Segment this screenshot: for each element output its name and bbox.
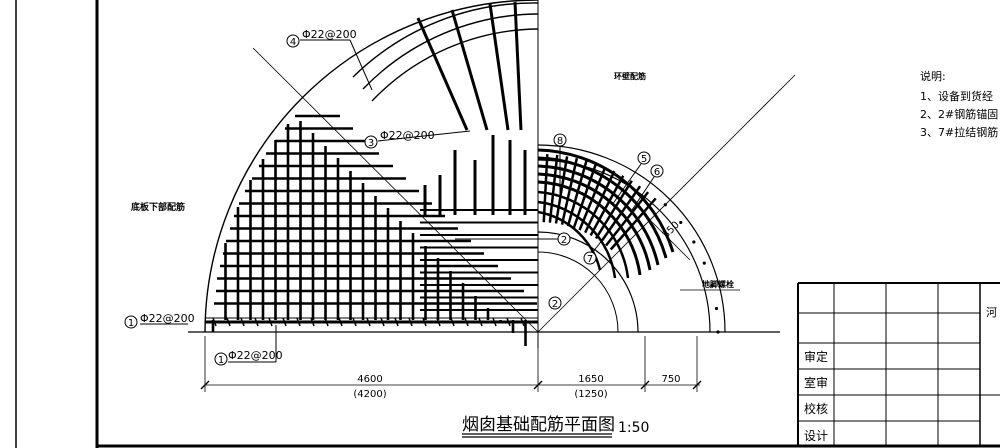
diagonal-hatch — [420, 209, 538, 311]
baseline-tick — [422, 317, 427, 327]
baseline-tick — [268, 317, 273, 327]
callout-6: 6 — [631, 164, 664, 211]
dim-750: 750 — [661, 374, 680, 385]
baseline-tick — [478, 317, 483, 327]
baseline-tick — [296, 317, 301, 327]
ring-radial-bar — [584, 170, 616, 234]
ring-radial-bar — [566, 160, 588, 227]
role-check: 校核 — [804, 401, 828, 416]
dim-350: 350 — [661, 220, 682, 241]
callout-1a-spec: Φ22@200 — [140, 312, 195, 325]
baseline-tick — [324, 317, 329, 327]
anchor-bolt-dot — [716, 330, 720, 334]
callout-1a: 1 Φ22@200 — [124, 312, 195, 329]
anchor-bolt-label: 地脚螺栓 — [702, 279, 734, 289]
role-approve: 审定 — [804, 349, 828, 364]
baseline-tick — [226, 317, 231, 327]
baseline-tick — [352, 317, 357, 327]
baseline-tick — [394, 317, 399, 327]
callout-1b-spec: Φ22@200 — [228, 349, 283, 362]
anchor-bolt-dot — [663, 203, 667, 207]
callout-4: 4 Φ22@200 — [286, 28, 373, 91]
ring-radial-bar — [605, 191, 650, 247]
baseline-tick — [380, 317, 385, 327]
bottom-rebar-label: 底板下部配筋 — [131, 201, 185, 213]
ring-radial-bar — [542, 154, 549, 223]
callout-3-num: 3 — [368, 138, 374, 149]
callout-1a-num: 1 — [128, 318, 134, 329]
callout-8: 8 — [553, 133, 567, 200]
drawing-frame — [15, 0, 1000, 448]
anchor-bolt-dots — [663, 203, 720, 334]
ring-radial-bar — [578, 166, 607, 231]
callout-2b-num: 2 — [552, 299, 558, 310]
callout-8-num: 8 — [557, 136, 563, 147]
baseline-tick — [310, 317, 315, 327]
callout-7: 7 — [583, 229, 611, 265]
drawing-title: 烟囱基础配筋平面图 — [462, 415, 615, 435]
note-1: 1、设备到货经 — [920, 89, 993, 103]
callout-3-spec: Φ22@200 — [380, 129, 435, 142]
role-review: 室审 — [804, 375, 828, 390]
bottom-grid-rebar — [211, 114, 537, 346]
baseline-ticks — [212, 317, 525, 327]
callout-3: 3 Φ22@200 — [364, 129, 471, 149]
callout-6-num: 6 — [654, 167, 660, 178]
wall-rebar-label: 环壁配筋 — [614, 71, 646, 81]
role-design: 设计 — [804, 429, 828, 443]
callout-1b: 1 Φ22@200 — [214, 325, 283, 366]
callout-2b: 2 — [548, 296, 562, 310]
slab-outline — [204, 0, 539, 348]
callout-5-num: 5 — [641, 154, 647, 165]
ring-radial-bar — [589, 175, 625, 237]
baseline-tick — [212, 317, 217, 327]
dim-1250: (1250) — [574, 389, 607, 400]
outer-radial-rebar — [416, 1, 527, 215]
title-block-org: 河 — [986, 306, 997, 319]
anchor-bolt-dot — [679, 220, 683, 225]
ring-radial-bar — [548, 154, 559, 223]
callout-5: 5 — [611, 151, 651, 206]
baseline-tick — [338, 317, 343, 327]
notes-block: 说明: 1、设备到货经 2、2#钢筋锚固 3、7#拉结钢筋 — [920, 69, 998, 139]
ring-radial-bar — [594, 180, 633, 240]
callout-4-num: 4 — [290, 37, 296, 48]
baseline-tick — [450, 317, 455, 327]
baseline-tick — [240, 317, 245, 327]
anchor-bolt-dot — [692, 240, 696, 244]
anchor-bolt-dot — [710, 283, 714, 288]
callout-2a: 2 — [455, 232, 571, 246]
wall-ring-radials — [542, 154, 657, 251]
note-2: 2、2#钢筋锚固 — [920, 107, 998, 121]
baseline-tick — [282, 317, 287, 327]
ring-radial-bar — [572, 163, 598, 229]
baseline-tick — [408, 317, 413, 327]
callout-1b-num: 1 — [218, 355, 224, 366]
baseline-tick — [492, 317, 497, 327]
anchor-bolt-dot — [702, 261, 706, 265]
anchor-bolt-dot — [714, 306, 719, 311]
baseline-tick — [254, 317, 259, 327]
dim-4200: (4200) — [353, 389, 386, 400]
baseline-tick — [366, 317, 371, 327]
callout-7-num: 7 — [587, 254, 593, 265]
dimension-lines — [200, 214, 702, 392]
notes-heading: 说明: — [920, 69, 946, 83]
callout-2a-num: 2 — [561, 235, 567, 246]
dim-1650: 1650 — [578, 374, 603, 385]
slab-baseline — [188, 317, 780, 333]
baseline-tick — [520, 317, 525, 327]
note-3: 3、7#拉结钢筋 — [920, 125, 998, 139]
ring-radial-bar — [560, 158, 579, 225]
baseline-tick — [506, 317, 511, 327]
baseline-tick — [436, 317, 441, 327]
callout-4-spec: Φ22@200 — [302, 28, 357, 41]
ring-radial-bar — [609, 197, 657, 251]
ring-radial-bar — [554, 156, 569, 224]
baseline-tick — [464, 317, 469, 327]
dim-4600: 4600 — [357, 374, 382, 385]
title-block — [797, 282, 1000, 446]
drawing-scale: 1:50 — [618, 420, 649, 436]
